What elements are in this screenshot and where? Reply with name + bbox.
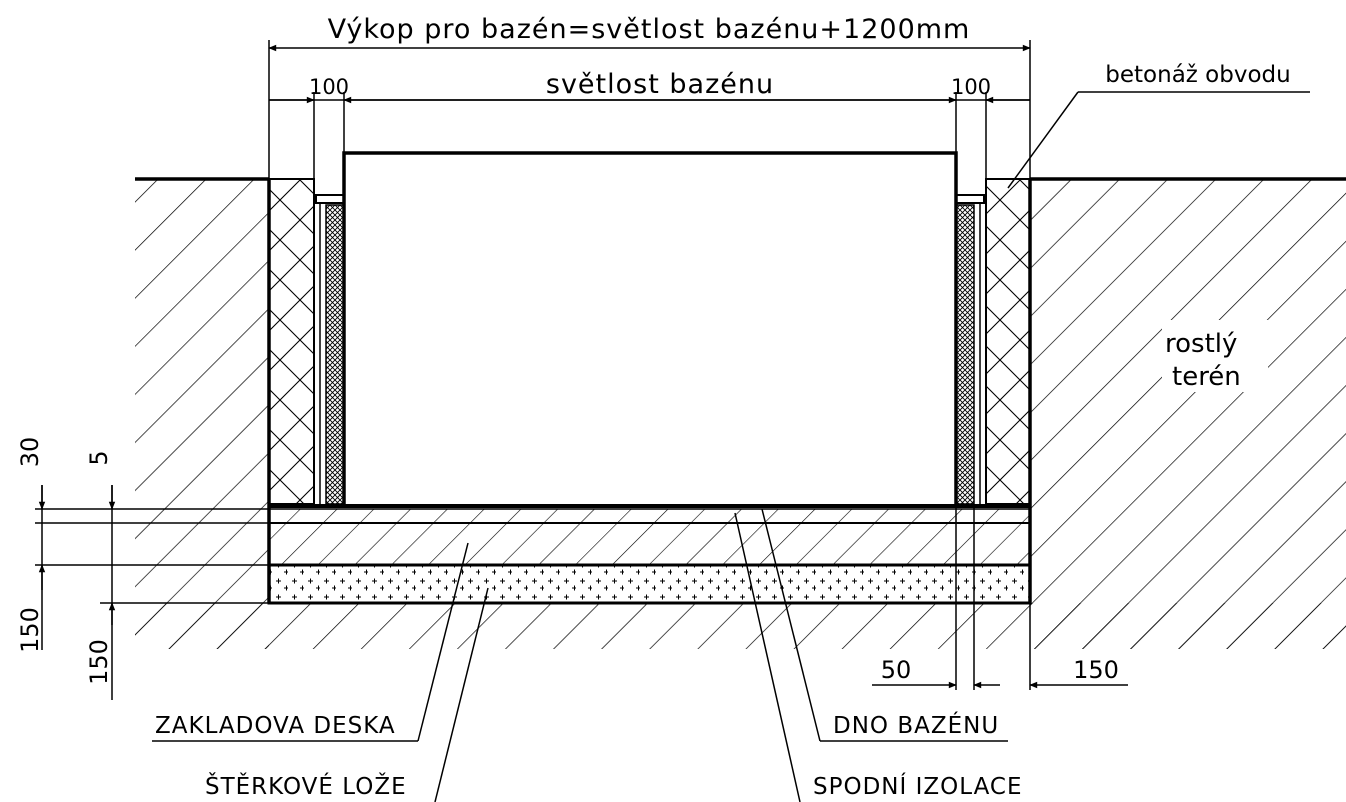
bottom-layers	[267, 508, 1032, 605]
gravel-bed-label: ŠTĚRKOVÉ LOŽE	[205, 772, 407, 800]
perimeter-concrete	[267, 178, 1032, 603]
excavation-title: Výkop pro bazén=světlost bazénu+1200mm	[328, 14, 971, 45]
wall-right-dimension: 100	[951, 75, 991, 99]
dim-left-bottom: 150	[85, 639, 113, 685]
soil-label-line2: terén	[1172, 362, 1241, 392]
top-dimension: Výkop pro bazén=světlost bazénu+1200mm	[268, 14, 1031, 179]
right-bottom-dimensions: 50 150	[872, 504, 1128, 690]
dim-left-mid: 150	[16, 607, 44, 653]
dim-left-top: 30	[16, 437, 44, 468]
soil-area	[135, 177, 1346, 649]
wall-left-dimension: 100	[309, 75, 349, 99]
perimeter-label-group: betonáž obvodu	[1007, 62, 1310, 189]
inner-dimension: 100 světlost bazénu 100	[269, 69, 1030, 195]
left-dimensions: 30 5 150 150	[16, 437, 269, 700]
bottom-insulation-layer	[268, 508, 1031, 524]
soil-label-line1: rostlý	[1165, 329, 1237, 359]
pool-bottom-label: DNO BAZÉNU	[833, 711, 999, 739]
gravel-bed-layer	[267, 563, 1032, 605]
perimeter-concrete-label: betonáž obvodu	[1105, 62, 1290, 88]
dim-insulation-right: 50	[881, 656, 912, 684]
pool-body	[269, 151, 1030, 508]
inner-width-label: světlost bazénu	[546, 69, 774, 100]
soil-label-group: rostlý terén	[1162, 320, 1268, 392]
dim-left-top-small: 5	[85, 450, 113, 465]
wall-insulation	[315, 194, 985, 505]
dim-concrete-right: 150	[1073, 656, 1119, 684]
foundation-slab-layer	[268, 522, 1031, 566]
bottom-labels: ZAKLADOVA DESKA ŠTĚRKOVÉ LOŽE DNO BAZÉNU…	[152, 508, 1023, 802]
bottom-insulation-label: SPODNÍ IZOLACE	[813, 772, 1023, 800]
foundation-slab-label: ZAKLADOVA DESKA	[155, 713, 396, 739]
